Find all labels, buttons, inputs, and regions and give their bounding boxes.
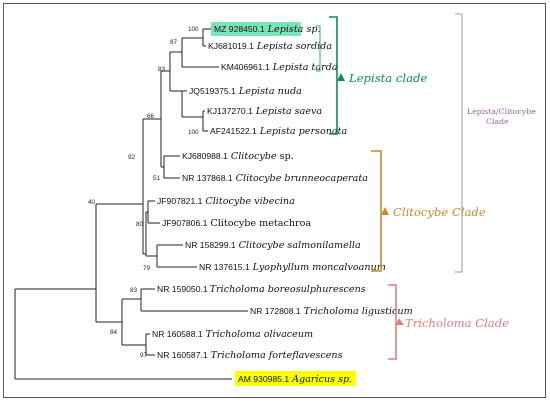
clitocybe-clade-bracket <box>371 150 382 272</box>
clitocybe-clade-marker <box>381 207 389 215</box>
bootstrap-value: 79 <box>143 265 151 272</box>
clitocybe-clade-label: Clitocybe Clade <box>393 205 486 219</box>
lepista-clade-label: Lepista clade <box>348 71 427 85</box>
figure-frame <box>3 3 546 398</box>
bootstrap-value: 84 <box>110 329 118 336</box>
bootstrap-value: 87 <box>170 39 178 46</box>
tricholoma-clade-label: Tricholoma Clade <box>405 316 509 330</box>
lepista-clitocybe-clade-label-2: Clade <box>486 117 509 126</box>
bootstrap-value: 80 <box>136 221 144 228</box>
lepista-subclade-bracket <box>316 25 321 72</box>
bootstrap-value: 83 <box>130 287 138 294</box>
lepista-clade-bracket <box>329 16 338 135</box>
lepista-clitocybe-clade-bracket <box>455 13 463 273</box>
bootstrap-value: 83 <box>158 66 166 73</box>
bootstrap-value: 100 <box>188 129 199 136</box>
bootstrap-value: 40 <box>88 199 96 206</box>
lepista-clade-marker <box>337 73 345 81</box>
bootstrap-values: 100 87 83 100 66 92 51 40 80 79 83 84 97 <box>88 26 199 359</box>
highlight-lepista-sp <box>211 22 301 36</box>
tree-branches <box>14 28 248 380</box>
bootstrap-value: 66 <box>147 113 155 120</box>
tricholoma-clade-bracket <box>388 284 397 360</box>
highlight-agaricus <box>235 371 356 386</box>
bootstrap-value: 100 <box>188 26 199 33</box>
bootstrap-value: 97 <box>140 352 148 359</box>
tricholoma-clade-marker <box>396 318 404 325</box>
bootstrap-value: 51 <box>153 175 161 182</box>
bootstrap-value: 92 <box>128 154 136 161</box>
lepista-clitocybe-clade-label: Lepista/Clitocybe <box>467 107 536 116</box>
